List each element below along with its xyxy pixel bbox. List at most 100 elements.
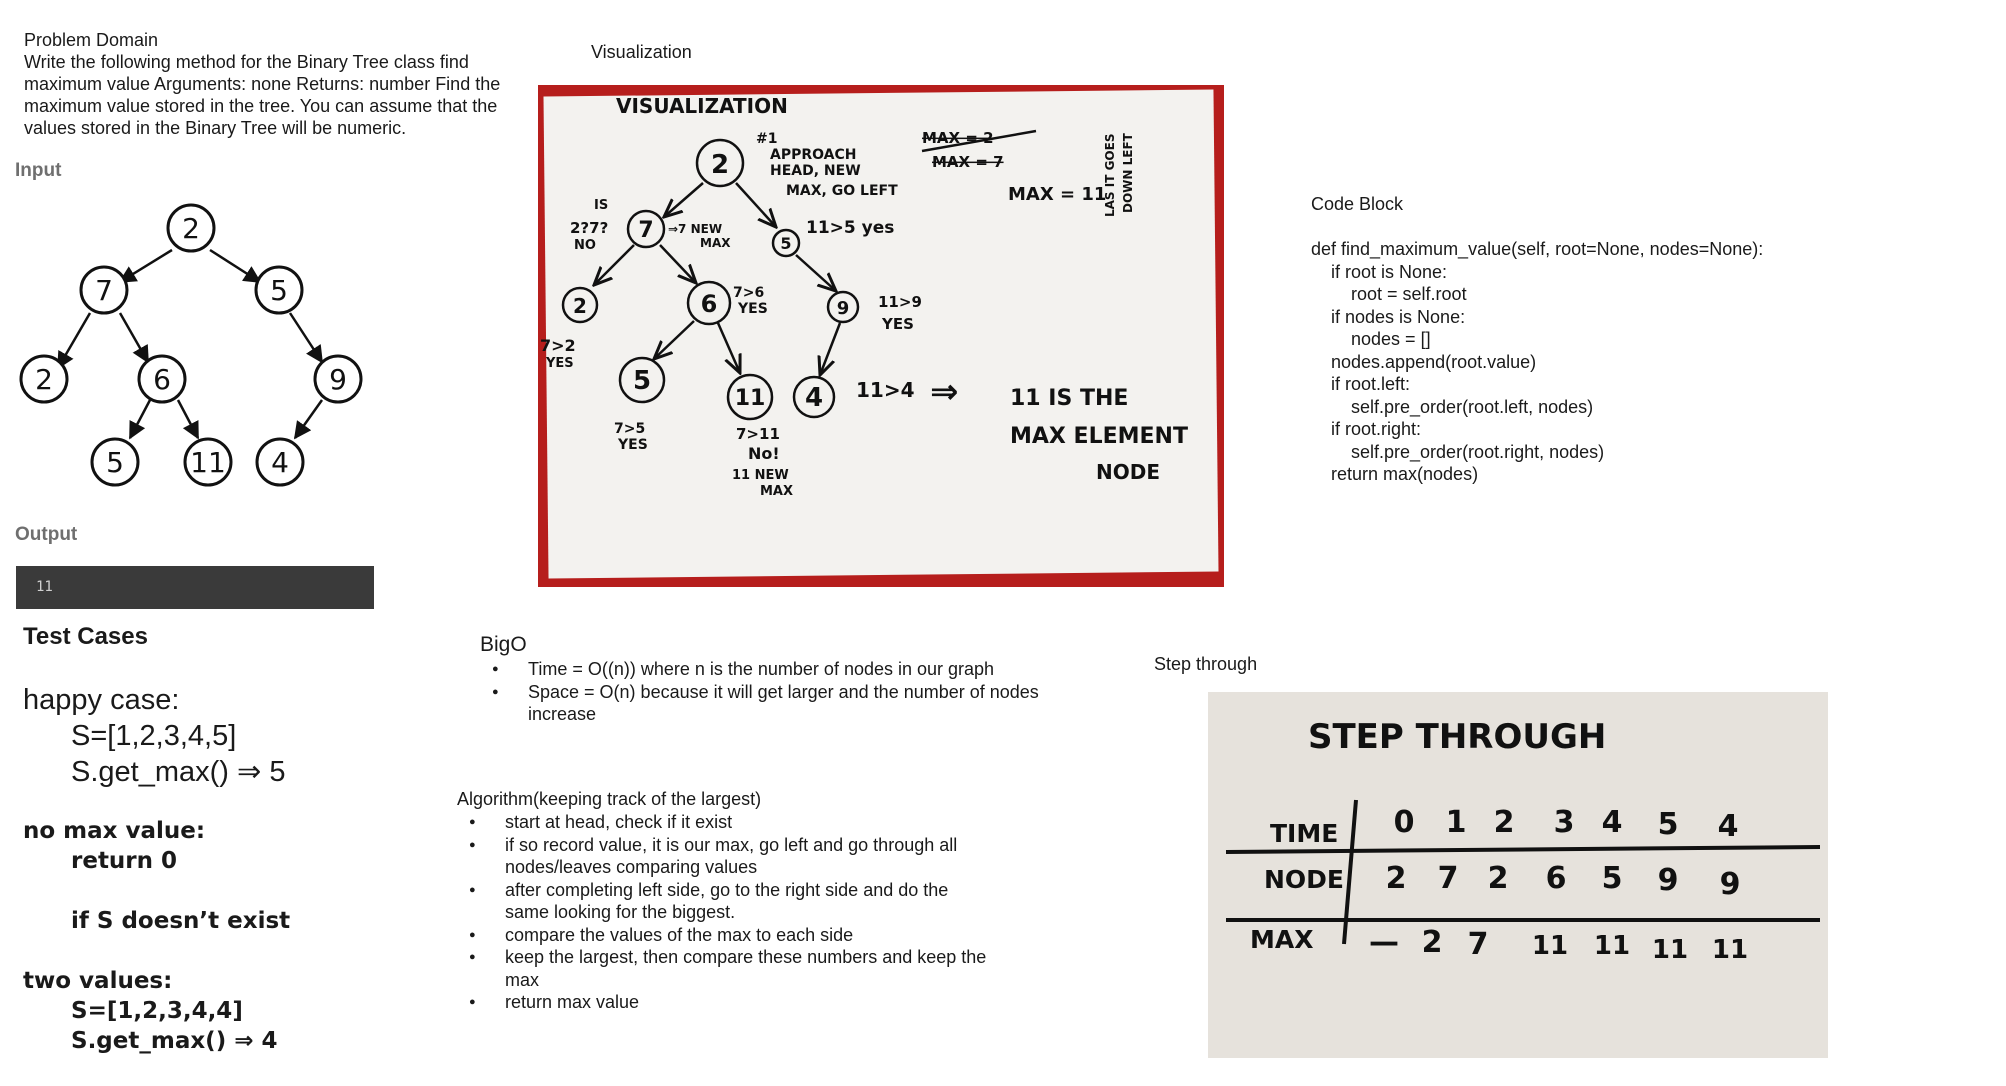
input-tree-diagram: 2 7 5 2 6 9 5 11 4 — [19, 203, 363, 487]
viz-note: No! — [748, 444, 780, 463]
sketch-node-value: 11 — [735, 386, 766, 411]
code-line: if root is None: — [1311, 261, 1448, 282]
code-block: def find_maximum_value(self, root=None, … — [1311, 238, 1763, 486]
sketch-node — [792, 375, 836, 419]
bigo-list: Time = O((n)) where n is the number of n… — [480, 658, 1100, 726]
tree-node — [19, 354, 69, 404]
sketch-node-value: 5 — [780, 234, 791, 253]
code-section: Code Block def find_maximum_value(self, … — [1311, 193, 1763, 486]
tree-node — [90, 437, 140, 487]
viz-note: 11 NEW — [732, 468, 789, 483]
tree-node-value: 2 — [35, 363, 53, 396]
sketch-node-value: 5 — [633, 366, 651, 396]
tree-node-value: 11 — [190, 446, 226, 479]
sketch-node — [686, 280, 732, 326]
step-max-cell: 2 — [1422, 925, 1443, 960]
tree-node — [137, 354, 187, 404]
viz-approach: HEAD, NEW — [770, 163, 861, 179]
sketch-node-value: 9 — [837, 298, 850, 319]
happy-case-line: S.get_max() ⇒ 5 — [71, 756, 286, 788]
code-line: if nodes is None: — [1311, 306, 1466, 327]
tree-node — [255, 437, 305, 487]
viz-note: YES — [545, 356, 574, 371]
happy-case-line: S=[1,2,3,4,5] — [71, 720, 237, 752]
output-value: 11 — [36, 579, 53, 595]
sketch-node — [726, 373, 774, 421]
algorithm-heading: Algorithm(keeping track of the largest) — [457, 789, 762, 809]
two-values-title: two values: — [23, 968, 173, 994]
step-time-cell: 4 — [1718, 809, 1739, 844]
step-max-cell: 7 — [1468, 927, 1489, 962]
sketch-node — [626, 209, 666, 249]
code-line: if root.right: — [1311, 419, 1422, 439]
algorithm-step: keep the largest, then compare these num… — [457, 946, 987, 991]
code-line: nodes.append(root.value) — [1311, 351, 1537, 372]
step-row-label: MAX — [1250, 925, 1314, 954]
tree-node-value: 2 — [182, 212, 200, 245]
algorithm-step: if so record value, it is our max, go le… — [457, 834, 987, 879]
visualization-sketch: VISUALIZATION #1 APPROACH HEAD, NEW MAX,… — [540, 94, 1188, 499]
no-max-line: if S doesn’t exist — [71, 908, 291, 934]
step-node-cell: 2 — [1386, 861, 1407, 896]
step-through-photo: STEP THROUGH TIME NODE MAX 0 1 2 3 4 5 4… — [1208, 692, 1828, 1058]
problem-section: Problem Domain Write the following metho… — [24, 29, 524, 139]
step-max-cell: 11 — [1652, 935, 1688, 965]
viz-note: 11>9 — [878, 293, 922, 311]
sketch-node — [695, 138, 745, 188]
viz-approach: APPROACH — [770, 147, 857, 163]
step-node-cell: 2 — [1488, 861, 1509, 896]
code-line: root = self.root — [1311, 284, 1467, 304]
step-row-label: NODE — [1264, 865, 1344, 894]
viz-max-note: MAX = 11 — [1008, 184, 1106, 205]
tree-node-value: 6 — [153, 363, 171, 396]
sketch-node-value: 2 — [711, 150, 729, 180]
viz-note: 7>6 — [733, 285, 764, 301]
viz-conclusion: MAX ELEMENT — [1010, 424, 1188, 449]
step-node-cell: 9 — [1658, 863, 1679, 898]
code-line: def find_maximum_value(self, root=None, … — [1311, 239, 1764, 259]
tree-node-value: 5 — [106, 446, 124, 479]
tree-node-value: 4 — [271, 446, 289, 479]
viz-conclusion: 11 IS THE — [1010, 386, 1128, 411]
two-values-line: S.get_max() ⇒ 4 — [71, 1028, 278, 1054]
viz-note: 11>5 yes — [806, 218, 894, 238]
tree-node — [79, 265, 129, 315]
step-time-cell: 5 — [1658, 807, 1679, 842]
viz-note: 7>2 — [540, 336, 576, 355]
viz-note: 11>4 — [856, 378, 915, 402]
tree-node-value: 9 — [329, 363, 347, 396]
step-time-cell: 4 — [1602, 805, 1623, 840]
step-time-cell: 3 — [1554, 805, 1575, 840]
viz-title: VISUALIZATION — [616, 94, 788, 118]
input-label: Input — [15, 160, 62, 181]
visualization-photo: VISUALIZATION #1 APPROACH HEAD, NEW MAX,… — [538, 85, 1224, 587]
bigo-item: Time = O((n)) where n is the number of n… — [480, 658, 1100, 681]
step-time-cell: 0 — [1394, 805, 1415, 840]
viz-note: YES — [881, 315, 914, 333]
tree-node — [313, 354, 363, 404]
sketch-node-value: 7 — [638, 218, 653, 243]
step-node-cell: 6 — [1546, 861, 1567, 896]
algorithm-step: start at head, check if it exist — [457, 811, 987, 834]
viz-approach: MAX, GO LEFT — [786, 183, 898, 199]
viz-note: NO — [574, 238, 596, 253]
code-line: self.pre_order(root.left, nodes) — [1311, 396, 1594, 417]
output-box: 11 — [16, 566, 374, 609]
viz-side-note: DOWN LEFT — [1121, 132, 1135, 213]
step-max-cell: 11 — [1532, 931, 1568, 961]
code-line: if root.left: — [1311, 374, 1411, 394]
algorithm-list: start at head, check if it exist if so r… — [457, 811, 987, 1014]
viz-note: IS — [594, 198, 608, 213]
problem-body: Write the following method for the Binar… — [24, 52, 501, 138]
viz-approach: #1 — [756, 131, 777, 147]
step-through-heading: Step through — [1154, 654, 1258, 674]
viz-arrow: ⇒ — [930, 372, 959, 412]
test-cases-section: Test Cases happy case: S=[1,2,3,4,5] S.g… — [23, 622, 290, 1056]
viz-note: YES — [617, 437, 648, 453]
viz-max-note: MAX = 7 — [932, 153, 1004, 171]
step-time-cell: 2 — [1494, 805, 1515, 840]
output-label: Output — [15, 524, 78, 545]
sketch-node-value: 2 — [573, 294, 587, 318]
algorithm-step: return max value — [457, 991, 987, 1014]
sketch-node-value: 6 — [701, 290, 718, 318]
